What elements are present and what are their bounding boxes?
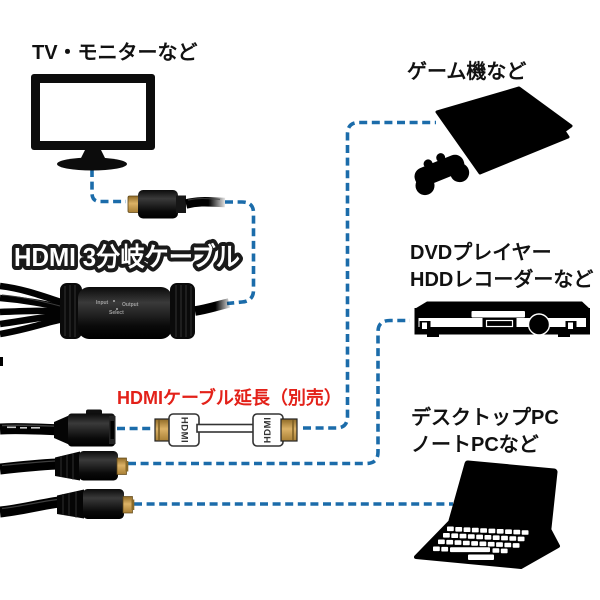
cable-print-marks — [7, 426, 40, 429]
splitter-label-input: Input — [96, 300, 109, 306]
tv-monitor-icon — [31, 74, 155, 171]
connection-line-extension-to-game — [303, 120, 436, 430]
splitter-label-select: Select — [109, 310, 124, 316]
tv-device-label: TV・モニターなど — [32, 42, 198, 64]
hdmi-plug-bottom-icon — [0, 489, 135, 519]
game-controller-icon — [414, 153, 470, 196]
pc-device-label: デスクトップPC ノートPCなど — [411, 405, 559, 459]
connection-line-tv-to-splitter-a — [90, 169, 126, 204]
pc-device-label-line2: ノートPCなど — [411, 434, 539, 456]
game-device-label: ゲーム機など — [407, 61, 527, 83]
product-title: HDMI 3分岐ケーブル — [14, 242, 240, 272]
game-console-icon — [414, 86, 573, 196]
cable-edge-fragment — [0, 357, 3, 366]
connection-line-tv-to-splitter-b — [225, 200, 256, 306]
laptop-trackpad — [468, 554, 494, 560]
dvd-device-label-line1: DVDプレイヤー — [410, 242, 552, 264]
hdmi-plug-middle-icon — [0, 451, 129, 481]
extension-plug-print-left: HDMI — [178, 417, 189, 443]
dvd-player-icon — [414, 301, 590, 337]
laptop-keys — [433, 526, 529, 560]
hdmi-socket-icon — [0, 409, 116, 447]
dvd-device-label-line2: HDDレコーダーなど — [410, 269, 594, 291]
extension-plug-print-right: HDMI — [263, 417, 274, 443]
extension-cable-note: HDMIケーブル延長（別売） — [117, 388, 342, 408]
splitter-unit-icon: Input Output Select — [0, 282, 231, 339]
laptop-icon — [414, 460, 560, 569]
hdmi-extension-cable-icon: HDMI HDMI — [154, 413, 298, 447]
connection-line-plug-to-dvd — [128, 318, 410, 466]
pc-device-label-line1: デスクトップPC — [411, 407, 559, 429]
hdmi-plug-output-icon — [127, 190, 226, 219]
splitter-label-output: Output — [122, 302, 139, 308]
dvd-device-label: DVDプレイヤー HDDレコーダーなど — [410, 240, 593, 294]
